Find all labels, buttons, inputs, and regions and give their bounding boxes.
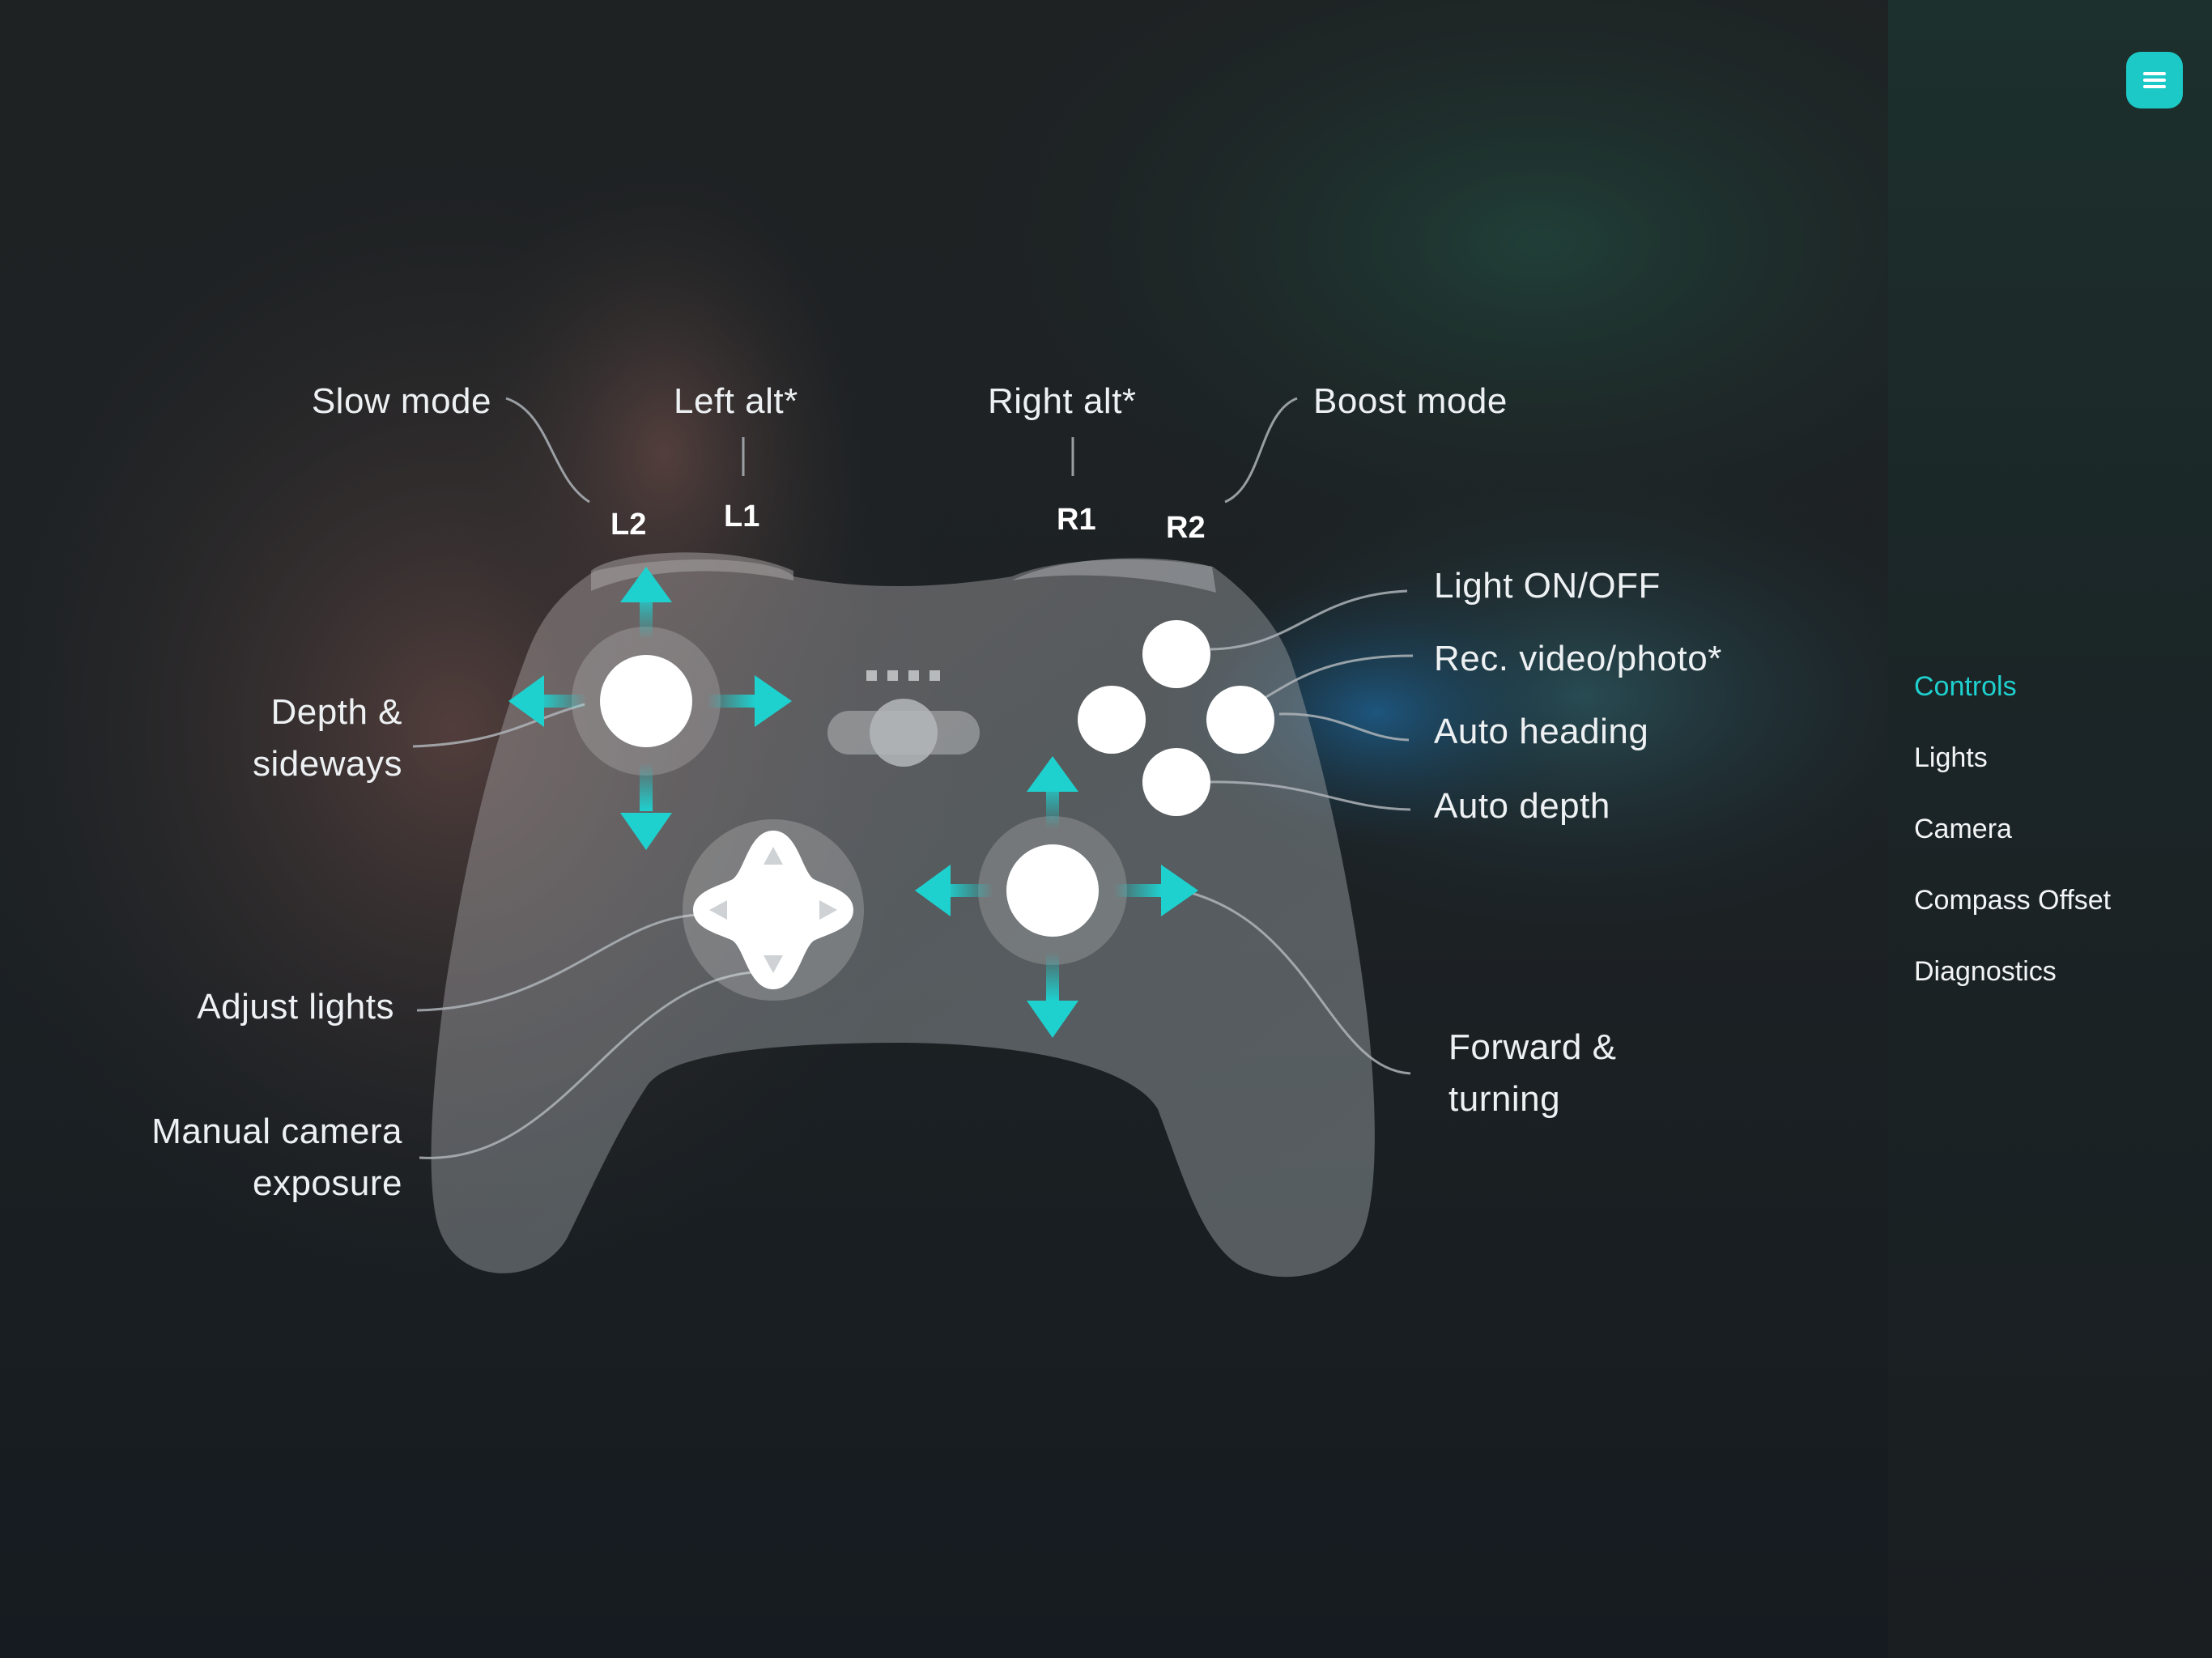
right-thumbstick[interactable] [915, 756, 1198, 1038]
label-adjust-lights: Adjust lights [197, 987, 394, 1027]
sidebar-panel [1888, 0, 2212, 1658]
label-rec-video-photo: Rec. video/photo* [1434, 639, 1722, 678]
label-manual-camera-line2: exposure [252, 1163, 402, 1203]
right-stick-arrows [915, 756, 1198, 1038]
d-pad[interactable] [683, 819, 864, 1001]
face-buttons [1078, 620, 1274, 816]
nav-item-lights[interactable]: Lights [1914, 742, 1988, 773]
label-forward-turning-line2: turning [1448, 1079, 1561, 1119]
face-button-left[interactable] [1078, 686, 1146, 754]
l1-label: L1 [724, 500, 760, 534]
leader-forward-turning [1173, 887, 1411, 1075]
label-auto-depth: Auto depth [1434, 786, 1610, 826]
center-indicator-dots [866, 670, 940, 681]
l2-label: L2 [610, 508, 647, 542]
menu-button[interactable] [2126, 52, 2183, 108]
sidebar-nav: Controls Lights Camera Compass Offset Di… [1914, 669, 2111, 1025]
label-depth-sideways-line1: Depth & [270, 692, 402, 732]
face-button-top[interactable] [1142, 620, 1210, 688]
leader-boost-mode [1224, 397, 1298, 504]
left-thumbstick[interactable] [508, 567, 792, 850]
nav-item-controls[interactable]: Controls [1914, 671, 2017, 702]
nav-item-camera[interactable]: Camera [1914, 814, 2012, 844]
face-button-bottom[interactable] [1142, 748, 1210, 816]
leader-rec-video [1264, 654, 1414, 699]
nav-item-diagnostics[interactable]: Diagnostics [1914, 956, 2057, 987]
label-boost-mode: Boost mode [1313, 381, 1508, 421]
l1-bumper[interactable] [591, 552, 793, 591]
label-depth-sideways-line2: sideways [253, 744, 402, 784]
label-right-alt: Right alt* [988, 381, 1137, 421]
label-manual-camera-line1: Manual camera [151, 1112, 402, 1151]
leader-auto-heading [1278, 712, 1410, 742]
label-left-alt: Left alt* [674, 381, 798, 421]
d-pad-direction-arrows [709, 847, 837, 973]
nav-item-compass-offset[interactable]: Compass Offset [1914, 885, 2112, 916]
label-forward-turning-line1: Forward & [1448, 1027, 1617, 1067]
leader-adjust-lights [416, 913, 704, 1012]
left-stick-arrows [508, 567, 792, 850]
leader-manual-camera [419, 970, 762, 1159]
label-auto-heading: Auto heading [1434, 712, 1649, 751]
leader-light-on-off [1210, 589, 1408, 651]
r2-label: R2 [1166, 511, 1206, 545]
r1-label: R1 [1057, 503, 1096, 537]
center-buttons[interactable] [827, 670, 980, 767]
leader-lines [412, 397, 1414, 1159]
leader-auto-depth [1206, 780, 1411, 811]
label-slow-mode: Slow mode [311, 381, 491, 421]
face-button-right[interactable] [1206, 686, 1274, 754]
r1-bumper[interactable] [1012, 558, 1216, 593]
label-light-on-off: Light ON/OFF [1434, 566, 1661, 606]
leader-depth-sideways [412, 703, 585, 748]
controller-body [431, 559, 1375, 1278]
leader-slow-mode [505, 397, 590, 504]
